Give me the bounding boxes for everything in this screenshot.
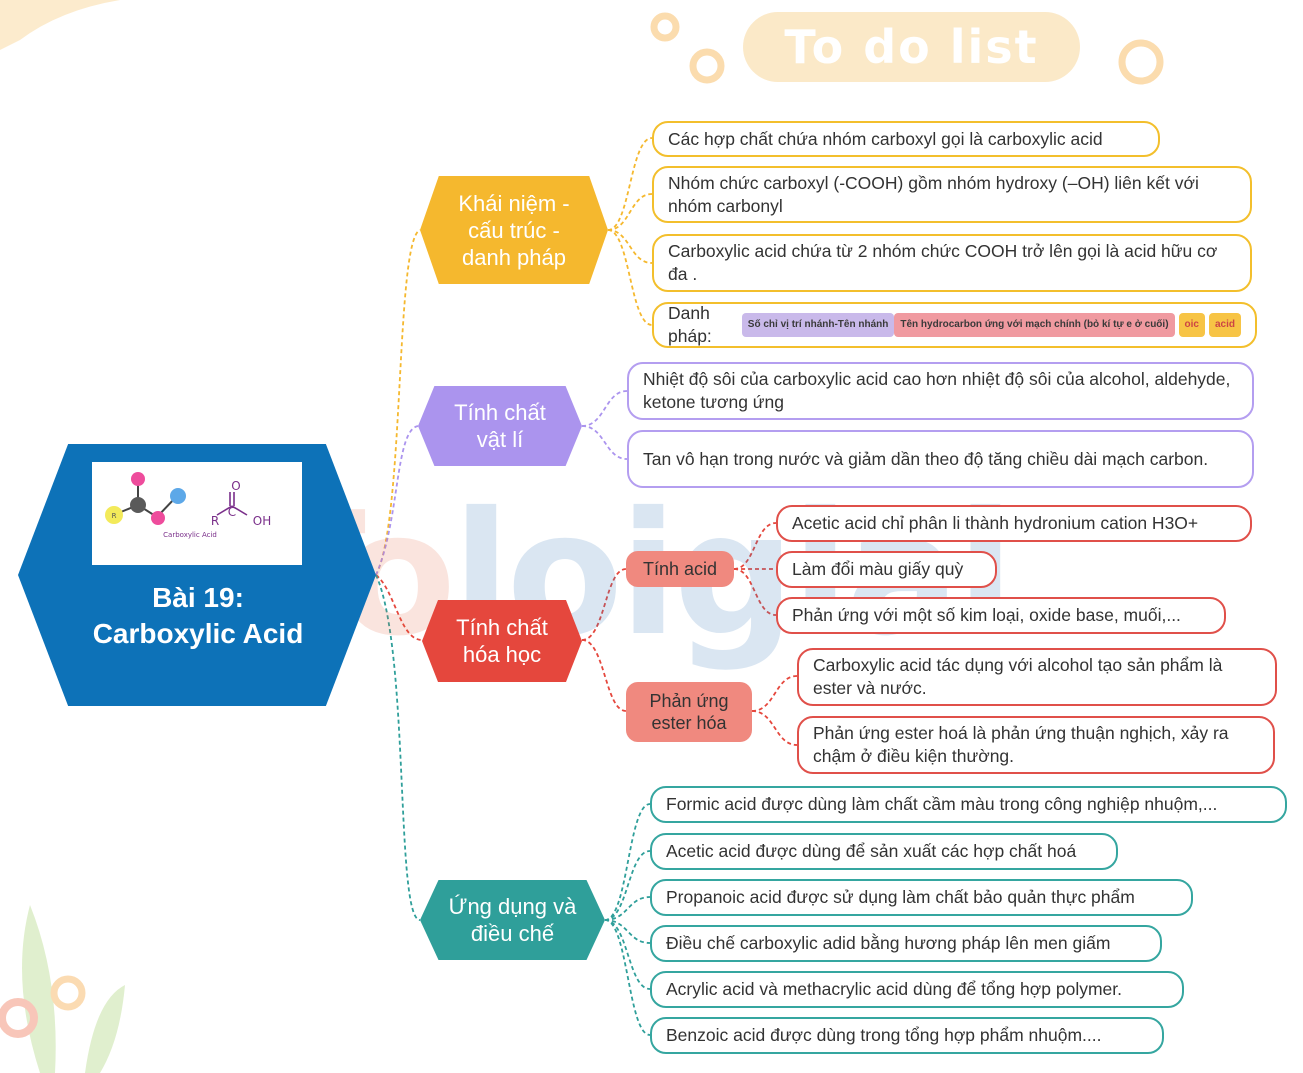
danh-phap-tag-oic: oic [1178, 313, 1205, 337]
leaf-ester-hoa-2[interactable]: Phản ứng ester hoá là phản ứng thuận ngh… [797, 716, 1275, 774]
corner-swirl [0, 0, 120, 50]
sub-branch-ester-hoa[interactable]: Phản ứng ester hóa [626, 682, 752, 742]
leaf-khai-niem-3[interactable]: Carboxylic acid chứa từ 2 nhóm chức COOH… [652, 234, 1252, 292]
formula-o-label: O [231, 479, 240, 493]
branch-khai-niem[interactable]: Khái niệm - cấu trúc - danh pháp [420, 176, 608, 284]
leaf-ester-hoa-1[interactable]: Carboxylic acid tác dụng với alcohol tạo… [797, 648, 1277, 706]
central-topic-title: Bài 19: Carboxylic Acid [92, 582, 304, 649]
atom-r-label: R [112, 512, 117, 520]
leaf-ung-dung-5[interactable]: Acrylic acid và methacrylic acid dùng để… [650, 971, 1184, 1008]
leaf-decoration [0, 905, 125, 1073]
formula-oh-label: OH [253, 514, 271, 528]
sub-branch-tinh-acid[interactable]: Tính acid [626, 551, 734, 587]
formula-r-label: R [211, 514, 219, 528]
leaf-danh-phap[interactable]: Danh pháp: Số chỉ vị trí nhánh-Tên nhánh… [652, 302, 1257, 348]
danh-phap-label: Danh pháp: [668, 303, 712, 346]
image-caption: Carboxylic Acid [163, 531, 217, 539]
leaf-khai-niem-1[interactable]: Các hợp chất chứa nhóm carboxyl gọi là c… [652, 121, 1160, 157]
leaf-tinh-acid-3[interactable]: Phản ứng với một số kim loại, oxide base… [776, 597, 1226, 634]
danh-phap-tag-acid: acid [1208, 313, 1241, 337]
leaf-khai-niem-2[interactable]: Nhóm chức carboxyl (-COOH) gồm nhóm hydr… [652, 166, 1252, 223]
branch-ung-dung[interactable]: Ứng dụng và điều chế [420, 880, 605, 960]
leaf-ung-dung-6[interactable]: Benzoic acid được dùng trong tổng hợp ph… [650, 1017, 1164, 1054]
leaf-ung-dung-1[interactable]: Formic acid được dùng làm chất cầm màu t… [650, 786, 1287, 823]
leaf-tinh-acid-1[interactable]: Acetic acid chỉ phân li thành hydronium … [776, 505, 1252, 542]
branch-ung-dung-label: Ứng dụng và điều chế [448, 894, 577, 946]
leaf-ung-dung-2[interactable]: Acetic acid được dùng để sản xuất các hợ… [650, 833, 1118, 870]
branch-vat-li[interactable]: Tính chất vật lí [418, 386, 582, 466]
leaf-ung-dung-3[interactable]: Propanoic acid được sử dụng làm chất bảo… [650, 879, 1193, 916]
branch-hoa-hoc-label: Tính chất hóa học [456, 615, 548, 667]
danh-phap-tag-vi-tri: Số chỉ vị trí nhánh-Tên nhánh [741, 313, 895, 337]
branch-vat-li-label: Tính chất vật lí [454, 400, 546, 452]
molecule-icon: R O C R OH Carboxylic Acid [105, 472, 271, 539]
sub-branch-ester-hoa-label: Phản ứng ester hóa [649, 691, 729, 733]
flower-icon [50, 975, 86, 1011]
leaf-vat-li-1[interactable]: Nhiệt độ sôi của carboxylic acid cao hơn… [627, 362, 1254, 420]
page-title: To do list [743, 12, 1080, 82]
formula-c-label: C [228, 505, 236, 519]
branch-khai-niem-label: Khái niệm - cấu trúc - danh pháp [458, 190, 570, 270]
leaf-ung-dung-4[interactable]: Điều chế carboxylic adid bằng hương pháp… [650, 925, 1162, 962]
flower-icon [0, 998, 38, 1038]
danh-phap-tag-hydrocarbon: Tên hydrocarbon ứng với mạch chính (bỏ k… [894, 313, 1175, 337]
carboxylic-acid-structure-image: R O C R OH Carboxylic Acid [92, 462, 302, 565]
branch-hoa-hoc[interactable]: Tính chất hóa học [422, 600, 582, 682]
leaf-tinh-acid-2[interactable]: Làm đổi màu giấy quỳ [776, 551, 997, 588]
leaf-vat-li-2[interactable]: Tan vô hạn trong nước và giảm dần theo đ… [627, 430, 1254, 488]
